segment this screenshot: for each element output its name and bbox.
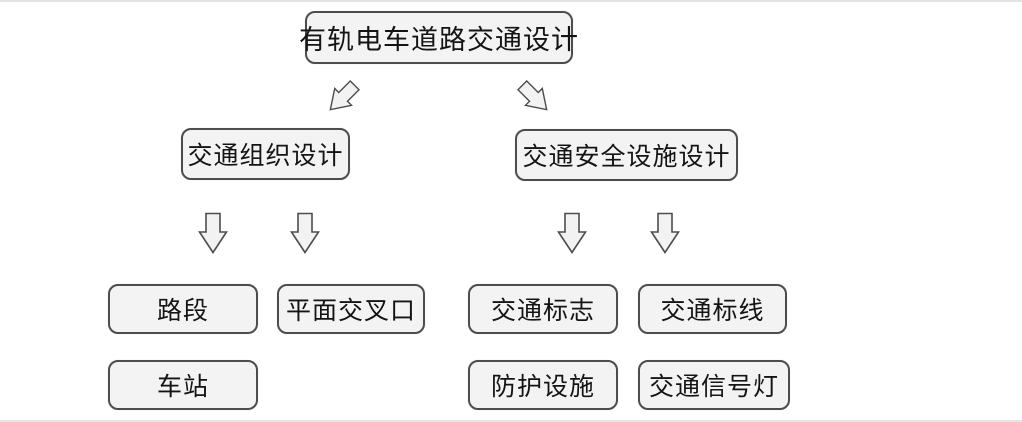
node-traffic-markings: 交通标线 xyxy=(638,284,787,334)
node-branch-traffic-organization: 交通组织设计 xyxy=(181,128,350,180)
node-root: 有轨电车道路交通设计 xyxy=(299,11,578,64)
node-branch-traffic-safety-facilities: 交通安全设施设计 xyxy=(515,129,738,181)
arrow-down-right-icon xyxy=(512,75,557,120)
arrow-down-icon xyxy=(650,212,680,254)
node-protective-facilities: 防护设施 xyxy=(468,360,618,410)
node-traffic-signs: 交通标志 xyxy=(468,284,618,334)
node-at-grade-intersection: 平面交叉口 xyxy=(277,284,425,334)
arrow-down-icon xyxy=(557,212,587,254)
node-traffic-signal-lights: 交通信号灯 xyxy=(638,360,790,410)
arrow-down-icon xyxy=(198,212,228,254)
arrow-down-left-icon xyxy=(320,75,365,120)
node-station: 车站 xyxy=(108,360,258,410)
arrow-down-icon xyxy=(290,212,320,254)
node-road-section: 路段 xyxy=(108,284,258,334)
